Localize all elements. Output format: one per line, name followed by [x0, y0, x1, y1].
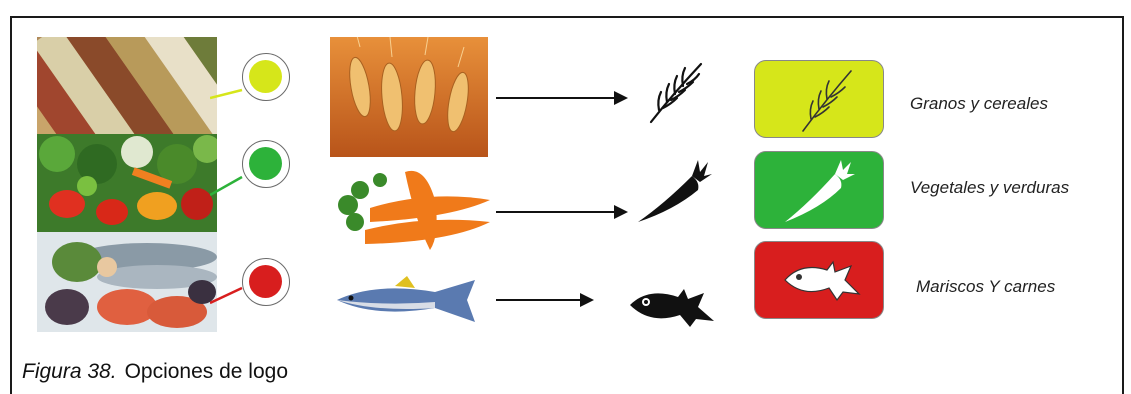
yellow-circle	[242, 53, 290, 101]
carrot-icon	[755, 152, 885, 230]
red-circle	[242, 258, 290, 306]
fish-icon	[628, 285, 718, 329]
wheat-icon	[755, 61, 885, 139]
carrots-photo	[330, 160, 495, 252]
tuna-photo	[335, 272, 490, 327]
red-circle-fill	[249, 265, 282, 298]
vegetables-photo	[37, 134, 217, 232]
carrot-icon	[634, 156, 714, 226]
figure-number: Figura 38.	[22, 360, 117, 383]
green-circle-fill	[249, 147, 282, 180]
figure-caption: Figura 38. Opciones de logo	[22, 360, 288, 384]
label-vegetables: Vegetales y verduras	[910, 178, 1069, 198]
label-grains: Granos y cereales	[910, 94, 1048, 114]
wheat-icon	[645, 58, 707, 126]
arrow-right-icon	[496, 202, 631, 222]
seafood-tile	[754, 241, 884, 319]
seafood-photo	[37, 232, 217, 332]
legumes-photo	[37, 37, 217, 134]
figure-title: Opciones de logo	[125, 360, 288, 383]
wheat-photo	[330, 37, 488, 157]
arrow-right-icon	[496, 88, 631, 108]
fish-icon	[755, 242, 885, 320]
vegetables-tile	[754, 151, 884, 229]
grains-tile	[754, 60, 884, 138]
green-circle	[242, 140, 290, 188]
label-seafood: Mariscos Y carnes	[916, 277, 1055, 297]
arrow-right-icon	[496, 290, 596, 310]
yellow-circle-fill	[249, 60, 282, 93]
